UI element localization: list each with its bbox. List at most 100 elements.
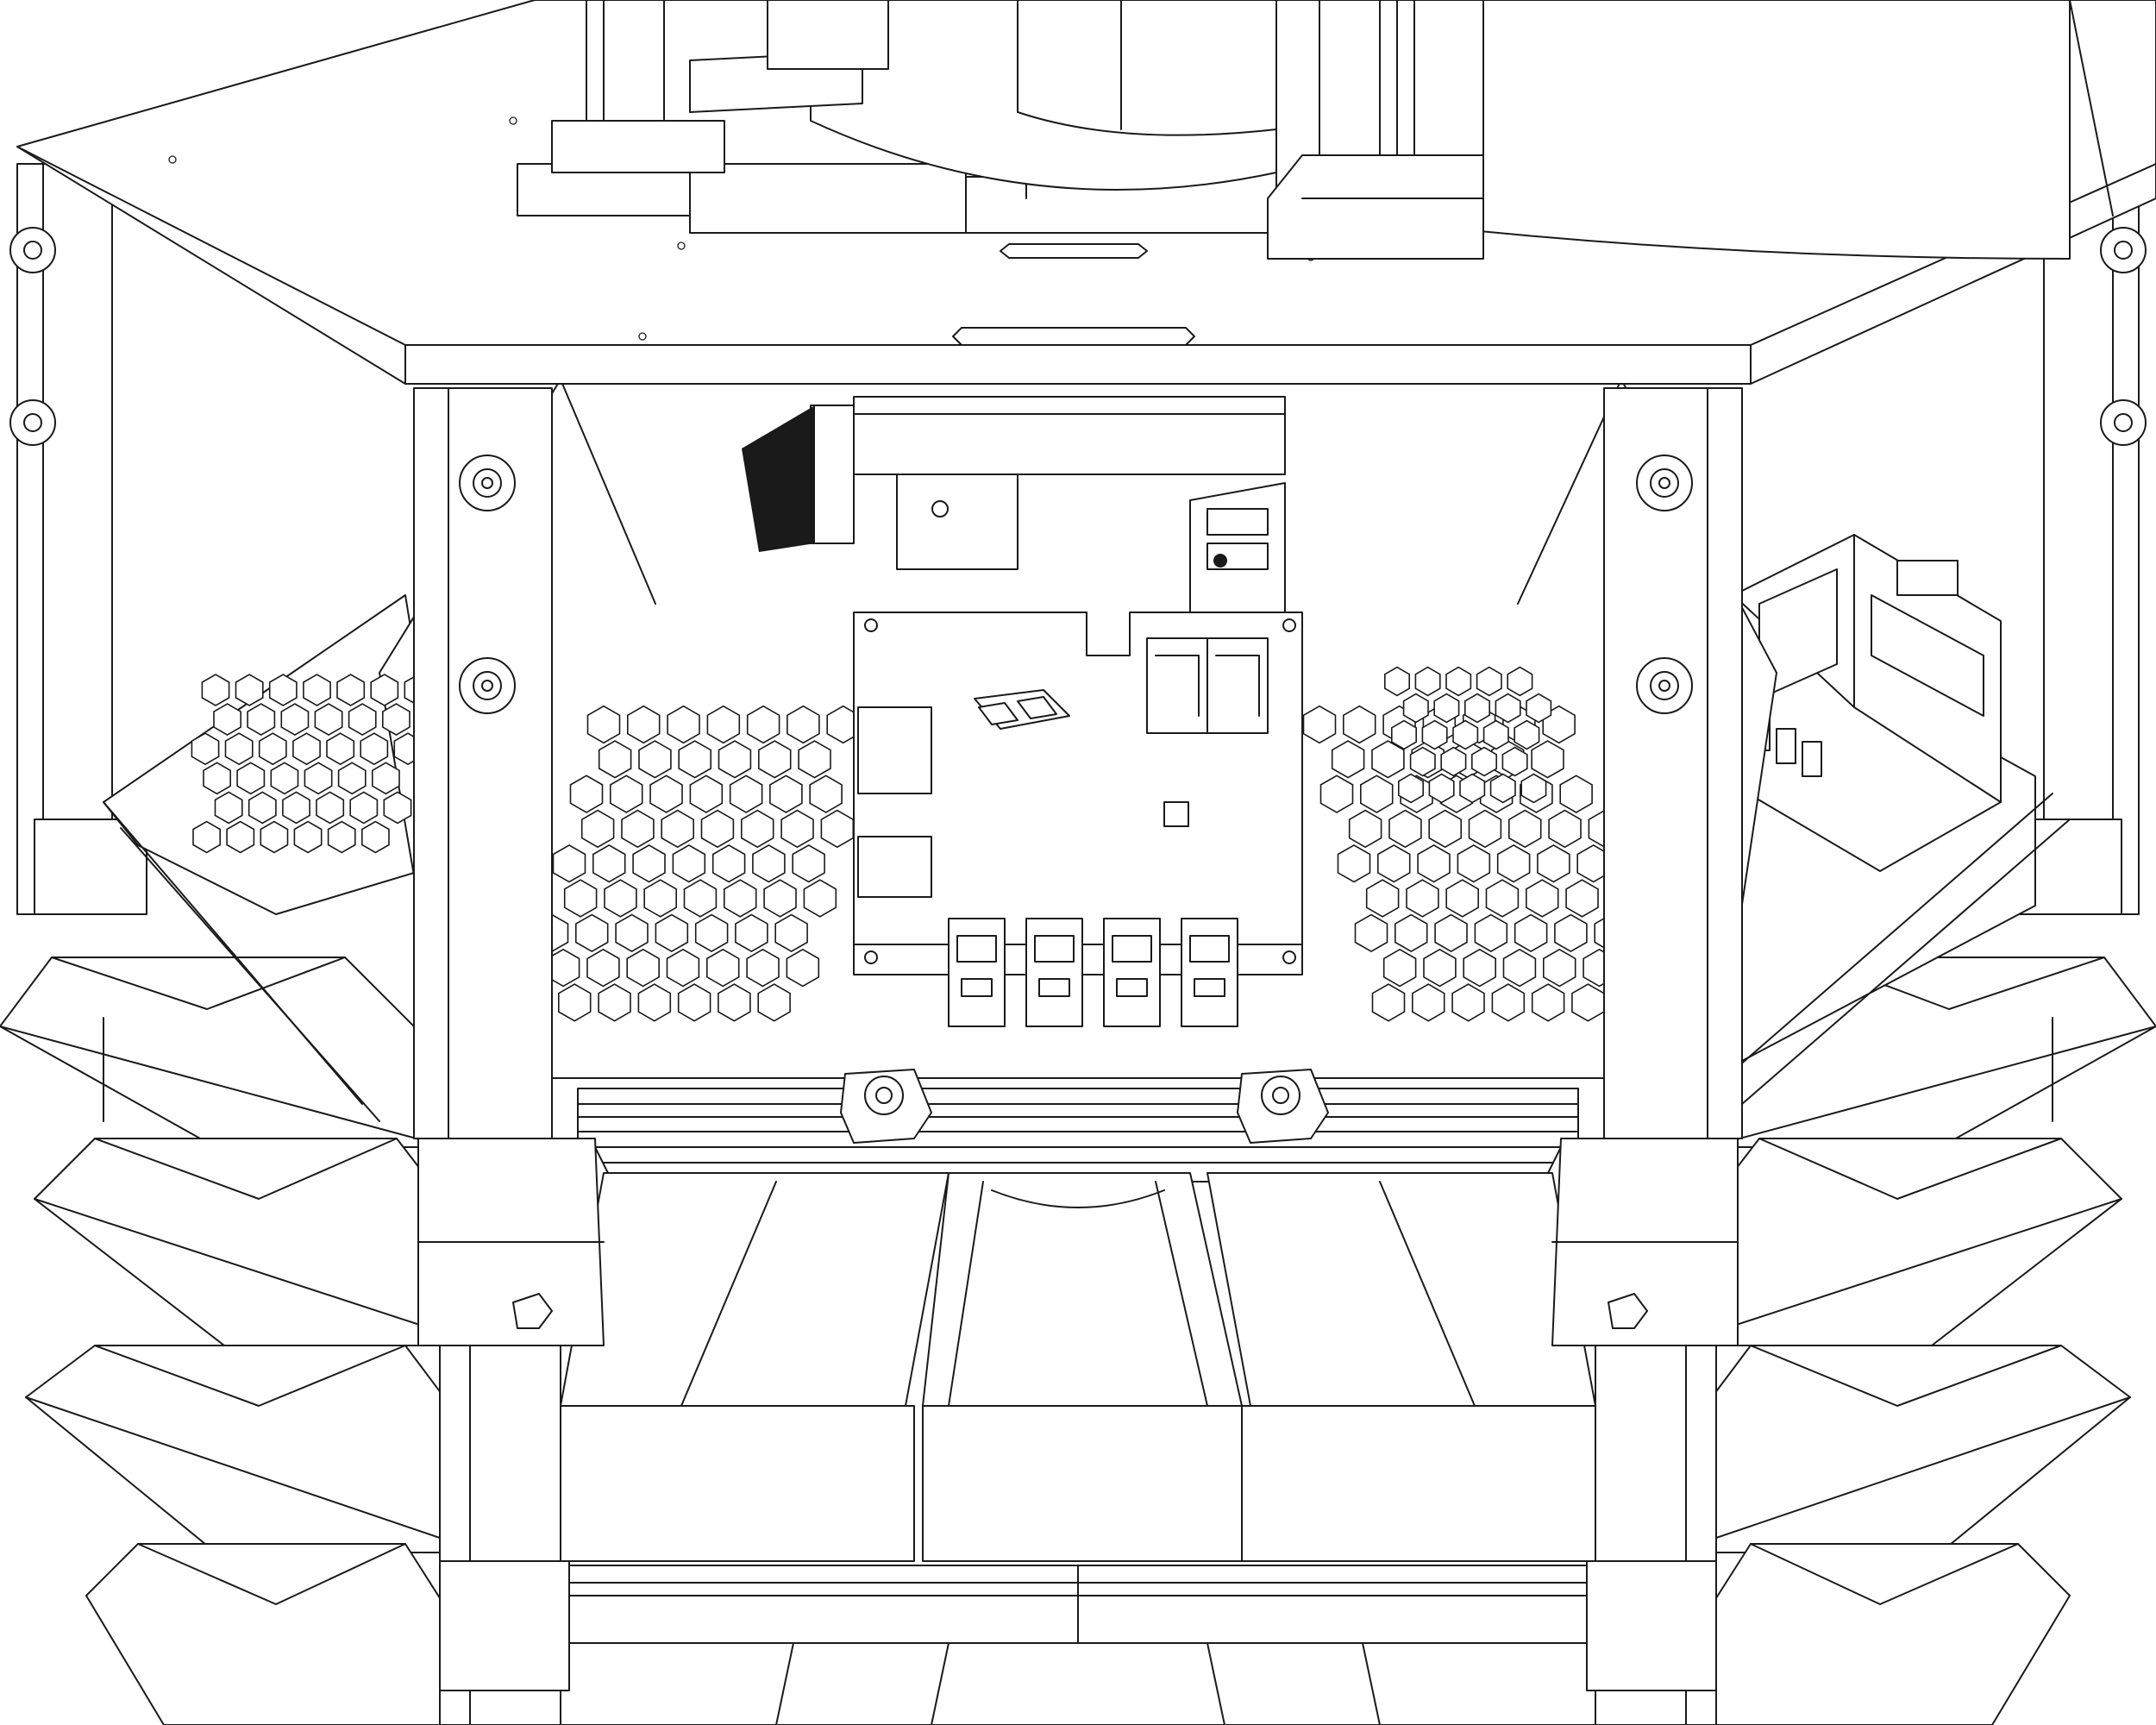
- hex-vent-cell: [1409, 746, 1436, 777]
- hex-vent-cell: [1343, 705, 1376, 744]
- front-column-left: [413, 387, 605, 1725]
- hex-vent-cell: [1482, 719, 1509, 750]
- hex-vent-cell: [327, 820, 356, 854]
- hex-vent-cell: [337, 762, 367, 795]
- hex-vent-cell: [558, 983, 592, 1022]
- hex-vent-cell: [809, 775, 843, 813]
- hex-vent-cell: [1496, 844, 1531, 883]
- hex-vent-cell: [1507, 666, 1533, 697]
- hex-vent-cell: [226, 820, 255, 854]
- hex-vent-cell: [1471, 746, 1497, 777]
- front-column-right: [1551, 387, 1743, 1725]
- hex-vent-cell: [598, 740, 632, 779]
- hex-vent-cell: [1382, 948, 1417, 988]
- hex-vent-cell: [247, 703, 276, 737]
- hex-vent-cell: [360, 732, 389, 766]
- hex-vent-cell: [372, 762, 400, 795]
- hex-vent-cell: [604, 879, 637, 918]
- hex-vent-cell: [667, 705, 700, 744]
- hex-vent-cell: [1451, 983, 1485, 1022]
- hex-vent-cell: [1423, 948, 1457, 988]
- display-module: [1733, 534, 2002, 872]
- hex-vent-cell: [637, 983, 672, 1022]
- hex-vent-cell: [1495, 693, 1521, 724]
- hex-vent-cell: [1565, 879, 1599, 918]
- hex-vent-cell: [1440, 746, 1467, 777]
- hex-vent-cell: [586, 948, 620, 988]
- hex-vent-cell: [672, 844, 706, 883]
- hex-vent-cell: [1514, 719, 1540, 750]
- connector-headers: [948, 918, 1238, 1027]
- hex-vent-cell: [1388, 809, 1422, 849]
- hex-vent-cell: [1331, 740, 1365, 779]
- hex-vent-cell: [752, 844, 786, 883]
- hex-vent-cell: [1457, 844, 1491, 883]
- hex-vent-cell: [610, 775, 643, 813]
- hex-vent-cell: [706, 948, 740, 988]
- hex-vent-cell: [1384, 666, 1410, 697]
- hex-vent-cell: [1489, 773, 1516, 804]
- hex-vent-cell: [598, 983, 631, 1022]
- hex-vent-cell: [1433, 693, 1460, 724]
- hex-vent-cell: [787, 705, 820, 744]
- hex-vent-cell: [336, 674, 366, 706]
- hex-vent-cell: [661, 809, 694, 849]
- controller-box: [853, 612, 1303, 975]
- hex-vent-cell: [270, 762, 299, 795]
- hex-vent-cell: [1491, 983, 1526, 1022]
- hex-vent-cell: [1459, 773, 1486, 804]
- hex-vent-cell: [718, 983, 751, 1022]
- hex-vent-cell: [677, 983, 711, 1022]
- hex-vent-cell: [361, 820, 390, 854]
- hex-vent-cell: [780, 809, 814, 849]
- hex-vent-cell: [786, 948, 820, 988]
- hex-vent-cell: [1548, 809, 1582, 849]
- hex-vent-cell: [293, 820, 323, 854]
- hex-vent-cell: [1445, 879, 1479, 918]
- hex-vent-cell: [314, 703, 343, 737]
- hex-vent-cell: [741, 809, 774, 849]
- motor-block: [742, 396, 1286, 570]
- hex-vent-cell: [235, 674, 264, 706]
- hex-vent-cell: [1371, 983, 1406, 1022]
- hex-vent-cell: [1543, 948, 1576, 988]
- left-hex-grille: [191, 674, 433, 854]
- outer-columns: [9, 163, 2147, 915]
- hex-vent-cell: [569, 775, 604, 813]
- hex-vent-cell: [580, 809, 615, 849]
- hex-vent-cell: [649, 775, 683, 813]
- hex-vent-cell: [1391, 719, 1417, 750]
- hex-vent-cell: [769, 775, 803, 813]
- hex-vent-cell: [746, 705, 780, 744]
- hex-vent-cell: [552, 844, 586, 883]
- hex-vent-cell: [632, 844, 666, 883]
- hex-vent-cell: [192, 820, 221, 854]
- hex-vent-cell: [575, 913, 609, 953]
- upper-assembly: [517, 0, 2071, 260]
- hex-vent-cell: [689, 775, 724, 813]
- hex-vent-cell: [1501, 746, 1528, 777]
- hex-vent-cell: [1463, 948, 1496, 988]
- hex-vent-cell: [370, 674, 399, 706]
- hex-vent-cell: [1395, 913, 1428, 953]
- hex-vent-cell: [792, 844, 825, 883]
- hex-vent-cell: [563, 879, 598, 918]
- hex-vent-cell: [1537, 844, 1570, 883]
- hex-vent-cell: [1412, 983, 1445, 1022]
- hex-vent-cell: [706, 705, 741, 744]
- hex-vent-cell: [774, 913, 808, 953]
- hex-vent-cell: [213, 703, 241, 737]
- hex-vent-cell: [326, 732, 355, 766]
- hex-vent-cell: [224, 732, 254, 766]
- hex-vent-cell: [1434, 913, 1468, 953]
- hex-vent-cell: [798, 740, 831, 779]
- hex-vent-cell: [655, 913, 689, 953]
- hex-vent-cell: [638, 740, 672, 779]
- hex-vent-cell: [1464, 693, 1490, 724]
- hex-vent-cell: [1414, 666, 1441, 697]
- hex-vent-cell: [718, 740, 752, 779]
- hex-vent-cell: [268, 674, 298, 706]
- hex-vent-cell: [1417, 844, 1451, 883]
- hex-vent-cell: [1508, 809, 1542, 849]
